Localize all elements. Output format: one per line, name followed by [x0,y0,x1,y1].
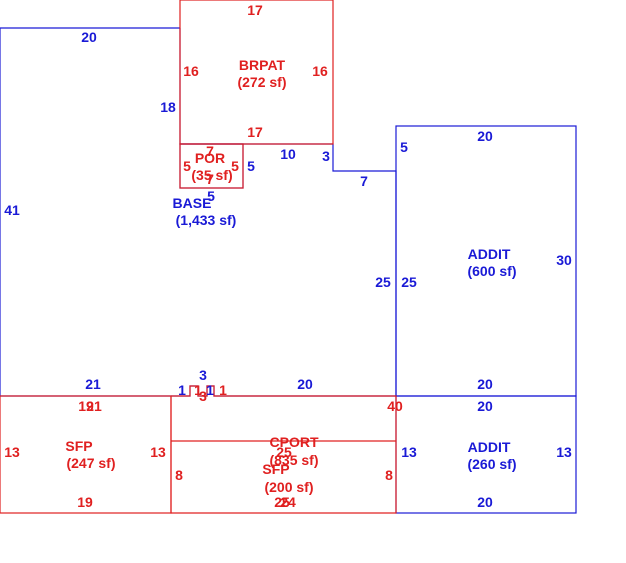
dim-base-bottom-20: 20 [297,376,313,392]
dim-notch-1a: 1 [178,382,186,398]
dim-cport-right-40: 40 [387,398,403,414]
dim-base-upper-left: 18 [160,99,176,115]
dim-por-right: 5 [231,158,239,174]
dim-base-step-10: 10 [280,146,296,162]
dim-brpat-left: 16 [183,63,199,79]
dim-por-top: 7 [206,143,214,159]
por-name: POR [195,150,225,166]
dim-sfp-bottom: 19 [77,494,93,510]
dim-sfp2-bottom-25: 25 [274,494,290,510]
cport-name: CPORT [270,434,319,450]
dim-addit2-top: 20 [477,398,493,414]
dim-addit-left-25: 25 [401,274,417,290]
dim-cport-notch-1: 1 [194,382,202,398]
dim-sfp2-top: 25 [276,444,292,460]
addit-lower-name: ADDIT [468,439,511,455]
red-outlines [0,0,397,514]
dim-addit-right: 30 [556,252,572,268]
dim-addit-bottom: 20 [477,376,493,392]
dim-base-step-7: 7 [360,173,368,189]
base-name: BASE [173,195,212,211]
dim-sfp-top-21: 21 [86,398,102,414]
sfp-mid-name: SFP [262,461,289,477]
brpat-name: BRPAT [239,57,286,73]
addit-upper-name: ADDIT [468,246,511,262]
por-area: (35 sf) [191,167,232,183]
dim-brpat-top: 17 [247,2,263,18]
cport-area: (835 sf) [269,452,318,468]
dim-addit2-right: 13 [556,444,572,460]
dim-base-left: 41 [4,202,20,218]
dim-notch-3-top: 3 [199,367,207,383]
dim-base-step-3: 3 [322,148,330,164]
cport-outline [170,385,397,514]
dim-sfp-left: 13 [4,444,20,460]
dim-por-base-side: 5 [247,158,255,174]
dim-sfp2-left: 8 [175,467,183,483]
dim-notch-5-right: 5 [207,188,215,204]
dim-base-bottom-21: 21 [85,376,101,392]
dim-sfp-top-19: 19 [78,398,94,414]
dim-por-bottom: 7 [206,171,214,187]
addit-lower-area: (260 sf) [467,456,516,472]
dim-addit2-bottom: 20 [477,494,493,510]
dim-por-left: 5 [183,158,191,174]
dim-notch-1b: 1 [206,382,214,398]
dim-cport-notch-3: 3 [199,388,207,404]
dim-sfp-right: 13 [150,444,166,460]
sfp-left-area: (247 sf) [66,455,115,471]
sfp-mid-area: (200 sf) [264,479,313,495]
dim-brpat-right: 16 [312,63,328,79]
brpat-outline [179,0,334,145]
dim-base-top: 20 [81,29,97,45]
addit-upper-area: (600 sf) [467,263,516,279]
dim-base-right-25: 25 [375,274,391,290]
dim-addit2-left: 13 [401,444,417,460]
dim-addit-top: 20 [477,128,493,144]
dim-sfp2-bottom-24: 24 [280,494,296,510]
por-outline-red [179,143,244,189]
base-area: (1,433 sf) [176,212,237,228]
dim-sfp2-right: 8 [385,467,393,483]
dim-cport-notch-1b: 1 [219,382,227,398]
sfp-left-name: SFP [65,438,92,454]
dim-brpat-bottom: 17 [247,124,263,140]
dim-addit-left-5: 5 [400,139,408,155]
brpat-area: (272 sf) [237,74,286,90]
